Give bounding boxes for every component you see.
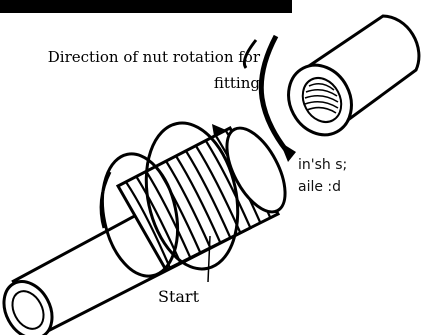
- finished-end-line2: aile :d: [298, 179, 342, 195]
- finished-end-line1: in'sh s;: [298, 157, 348, 173]
- start-pointer: [207, 235, 211, 283]
- header-bar: [0, 0, 292, 13]
- finished-end-label: in'sh s; aile :d: [298, 154, 347, 198]
- nut-coupling: [287, 14, 421, 137]
- direction-label: Direction of nut rotation for fitting: [47, 48, 260, 92]
- start-label: Start: [158, 287, 200, 306]
- die-rotation-rings: [99, 121, 240, 278]
- nut-rotation-arrow: [242, 34, 296, 162]
